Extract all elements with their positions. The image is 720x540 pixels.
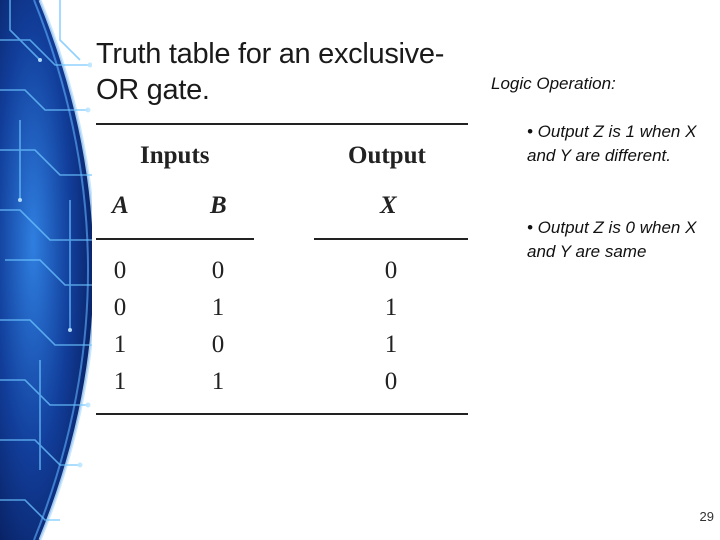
inputs-underline bbox=[96, 238, 254, 240]
column-header-x: X bbox=[380, 192, 397, 219]
table-cell: 0 bbox=[211, 257, 225, 284]
output-header: Output bbox=[348, 142, 426, 169]
table-cell: 1 bbox=[113, 331, 127, 358]
inputs-header: Inputs bbox=[140, 142, 210, 169]
table-cell: 1 bbox=[384, 294, 398, 321]
column-header-b: B bbox=[210, 192, 227, 219]
table-title: Truth table for an exclusive-OR gate. bbox=[96, 38, 445, 106]
table-cell: 0 bbox=[384, 257, 398, 284]
table-cell: 0 bbox=[211, 331, 225, 358]
table-cell: 0 bbox=[113, 257, 127, 284]
table-cell: 1 bbox=[113, 368, 127, 395]
page-number: 29 bbox=[699, 509, 714, 524]
bullet-same: • Output Z is 0 when X and Y are same bbox=[527, 218, 697, 261]
column-header-a: A bbox=[112, 192, 129, 219]
table-cell: 1 bbox=[211, 294, 225, 321]
bullet-different: • Output Z is 1 when X and Y are differe… bbox=[527, 122, 697, 165]
table-bottom-rule bbox=[96, 413, 468, 415]
truth-table-figure: Truth table for an exclusive-OR gate. In… bbox=[92, 30, 468, 422]
logic-operation-heading: Logic Operation: bbox=[491, 74, 616, 93]
table-cell: 0 bbox=[113, 294, 127, 321]
table-cell: 0 bbox=[384, 368, 398, 395]
table-top-rule bbox=[96, 123, 468, 125]
table-cell: 1 bbox=[384, 331, 398, 358]
table-cell: 1 bbox=[211, 368, 225, 395]
output-underline bbox=[314, 238, 468, 240]
